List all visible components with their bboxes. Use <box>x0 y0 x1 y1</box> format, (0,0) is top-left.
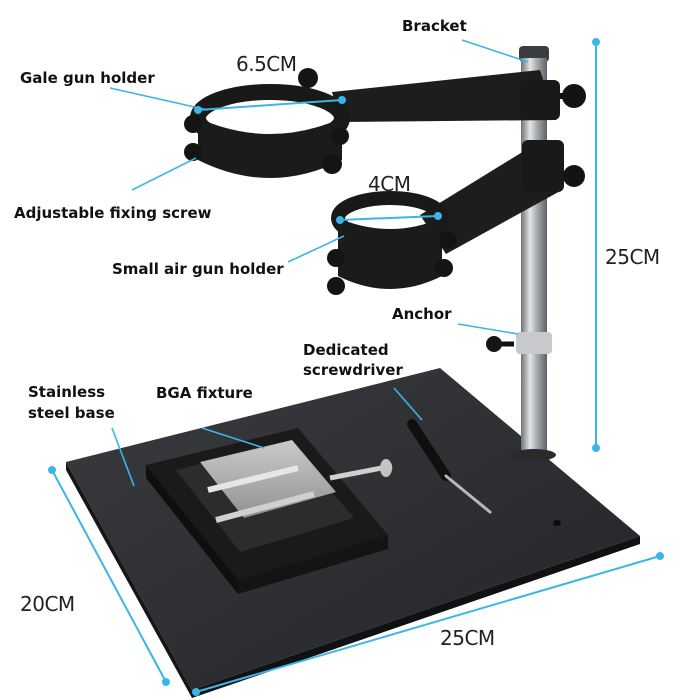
bracket-label: Bracket <box>402 17 467 35</box>
dimension-lines <box>48 38 664 696</box>
bga-fixture-label: BGA fixture <box>156 384 253 402</box>
adjustable-fixing-screw-label: Adjustable fixing screw <box>14 204 212 222</box>
small-air-gun-holder-shape <box>327 140 585 295</box>
dedicated-screwdriver-label-line2: screwdriver <box>303 361 403 379</box>
base-length-dimension: 25CM <box>440 626 495 650</box>
stainless-steel-base-label-line2: steel base <box>28 404 115 422</box>
stainless-steel-base-label-line1: Stainless <box>28 383 106 401</box>
vertical-rod <box>486 46 556 461</box>
small-holder-diameter-dimension: 4CM <box>368 172 411 196</box>
anchor-label: Anchor <box>392 305 452 323</box>
small-air-gun-holder-label: Small air gun holder <box>112 260 284 278</box>
callout-leaders <box>109 39 529 487</box>
dedicated-screwdriver-label-line1: Dedicated <box>303 341 389 359</box>
bga-fixture-shape <box>146 428 393 594</box>
height-dimension: 25CM <box>605 245 660 269</box>
base-width-dimension: 20CM <box>20 592 75 616</box>
gale-gun-holder-shape <box>184 68 586 178</box>
gale-gun-holder-label: Gale gun holder <box>20 69 155 87</box>
large-holder-diameter-dimension: 6.5CM <box>236 52 297 76</box>
dedicated-screwdriver-shape <box>407 419 492 514</box>
